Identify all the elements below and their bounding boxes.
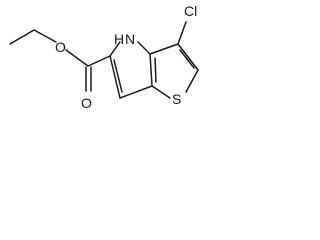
bond-ch2-o-ester [33, 29, 57, 43]
bond-c3a-c3 [149, 43, 179, 55]
atom-label-hydrogen: H [114, 31, 124, 47]
bond-c3a-c6a [149, 53, 153, 87]
bond-o-ester-carbonyl-c [65, 49, 89, 67]
bond-s-c6a [151, 85, 171, 99]
atom-label-oxygen-carbonyl: O [81, 95, 92, 111]
bond-c6-c5-inner [113, 59, 123, 93]
bond-c6-c5 [109, 55, 121, 99]
bond-c3-c2 [177, 43, 199, 71]
bond-ch3-ch2 [9, 29, 35, 45]
bond-c2-s [185, 69, 199, 93]
bond-c3a-c6a-inner [154, 57, 157, 83]
bond-c5-n [109, 41, 121, 57]
bond-c3-c2-inner [179, 49, 195, 69]
atom-label-oxygen-ester: O [55, 39, 66, 55]
bond-n-c3a [137, 41, 151, 55]
atom-label-nitrogen: N [125, 31, 135, 47]
ethyl-group [9, 29, 57, 45]
thiophene-ring [149, 43, 199, 99]
ester-group [65, 49, 111, 92]
atom-label-sulfur: S [172, 91, 181, 107]
bond-carbonyl-c-ring [87, 55, 111, 67]
bond-c6a-c6 [119, 85, 153, 99]
bond-c3-cl [177, 21, 187, 45]
pyrrole-ring [109, 41, 157, 99]
chemical-structure: O O H N Cl S [9, 3, 199, 111]
atom-label-chlorine: Cl [184, 3, 197, 19]
